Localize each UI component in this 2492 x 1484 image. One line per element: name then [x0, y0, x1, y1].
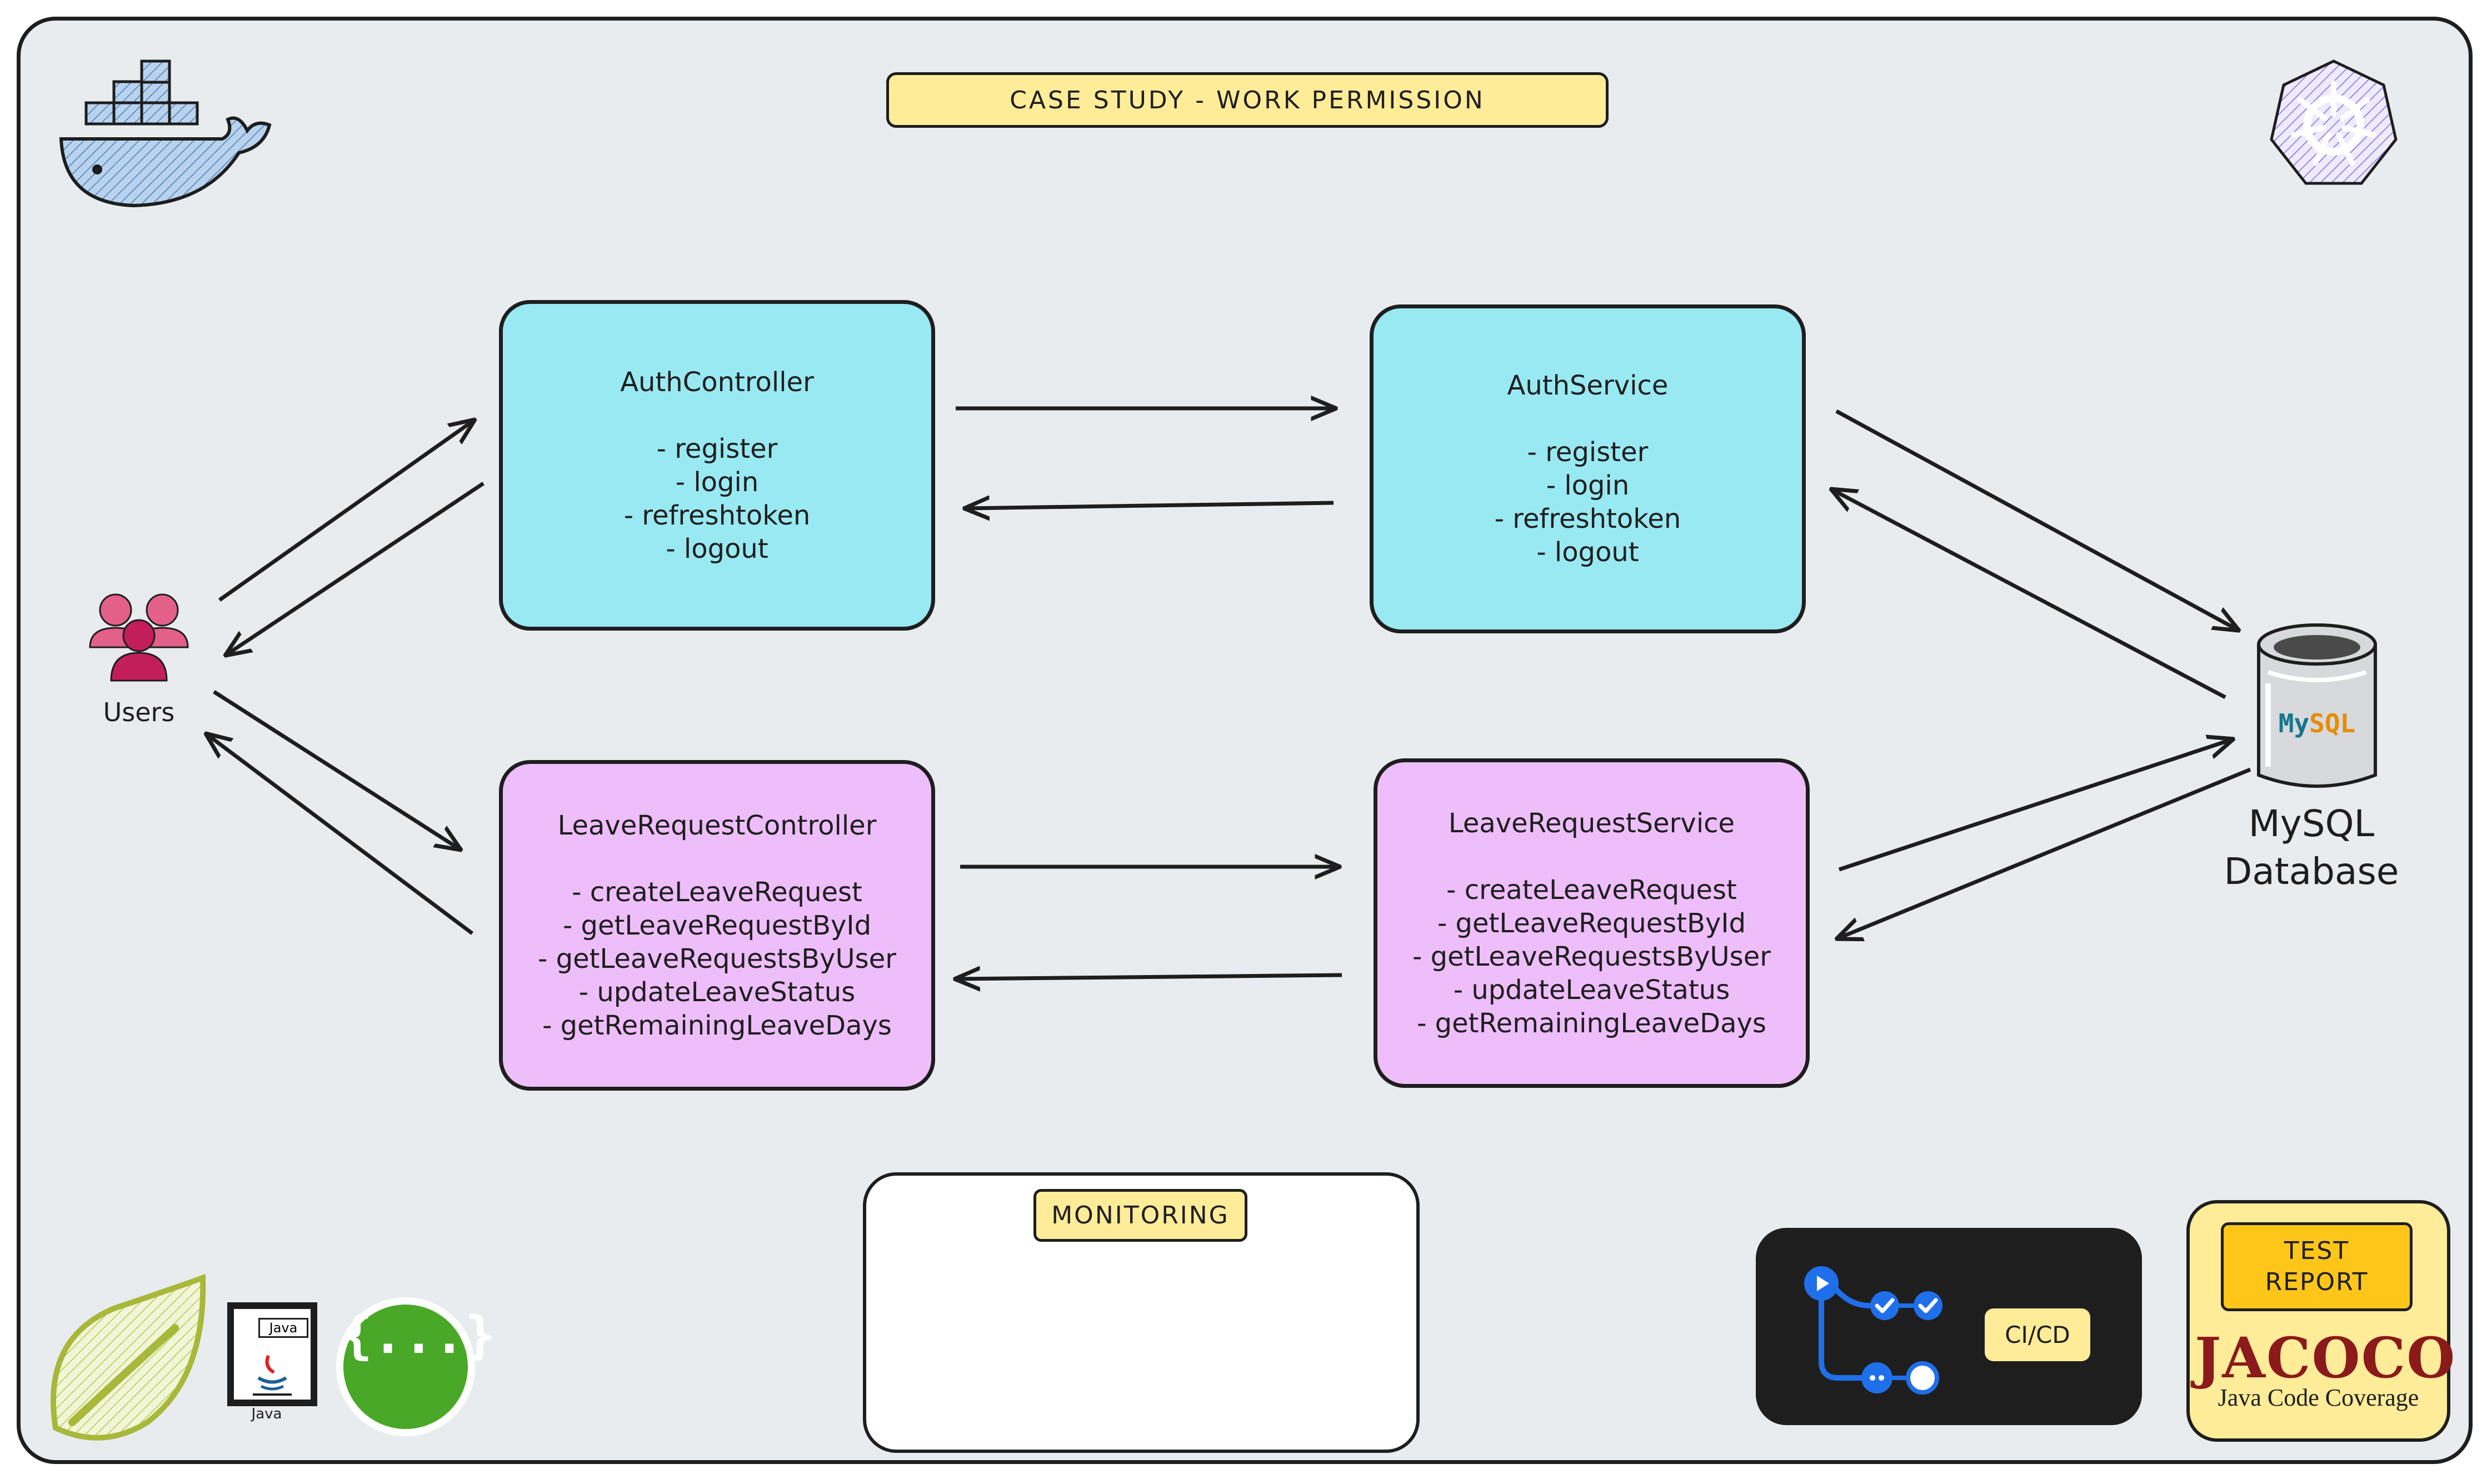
method-item: - refreshtoken: [1494, 503, 1681, 534]
test-report-line: REPORT: [2265, 1268, 2369, 1296]
monitoring-label: MONITORING: [1033, 1189, 1247, 1242]
method-item: - logout: [1536, 537, 1639, 568]
github-actions-icon: [1804, 1266, 1942, 1395]
arrow-db-to-leave-service: [1836, 767, 2251, 939]
arrow-leave-controller-to-users: [206, 733, 474, 935]
spring-icon: [51, 1273, 206, 1441]
java-tab-label: Java: [258, 1318, 308, 1338]
leave-request-controller-box: LeaveRequestController - createLeaveRequ…: [499, 760, 935, 1091]
mysql-icon: [2257, 623, 2377, 788]
method-item: - getLeaveRequestById: [1437, 907, 1746, 939]
db-label-line: Database: [2224, 850, 2399, 893]
cicd-label: CI/CD: [1985, 1308, 2090, 1361]
method-item: - logout: [666, 533, 768, 564]
db-label-line: MySQL: [2248, 802, 2375, 845]
method-item: - getRemainingLeaveDays: [542, 1010, 892, 1041]
method-item: - getLeaveRequestsByUser: [1412, 941, 1771, 972]
method-item: - updateLeaveStatus: [578, 976, 856, 1008]
mysql-logo-sql: SQL: [2309, 708, 2356, 738]
jacoco-logo-subtitle: Java Code Coverage: [2218, 1384, 2419, 1411]
kubernetes-icon: [2270, 59, 2398, 185]
java-icon: [227, 1302, 317, 1406]
method-item: - getRemainingLeaveDays: [1417, 1007, 1766, 1039]
arrow-auth-controller-to-users: [225, 482, 485, 656]
users-icon: [89, 593, 189, 682]
component-name: AuthController: [620, 366, 814, 398]
users-label: Users: [103, 697, 175, 727]
arrow-auth-service-to-db: [1835, 409, 2239, 631]
auth-service-box: AuthService - register - login - refresh…: [1370, 304, 1806, 633]
method-item: - updateLeaveStatus: [1453, 974, 1730, 1006]
mysql-database-label: MySQL Database: [2156, 800, 2467, 896]
method-item: - refreshtoken: [623, 499, 811, 531]
method-item: - register: [1527, 437, 1649, 468]
method-item: - getLeaveRequestById: [562, 910, 872, 941]
test-report-line: TEST: [2284, 1237, 2350, 1265]
method-item: - createLeaveRequest: [572, 876, 862, 908]
swagger-icon: [336, 1297, 475, 1436]
jacoco-logo-title: JACOCO: [2195, 1325, 2456, 1391]
swagger-logo-text: {...}: [342, 1306, 496, 1365]
arrow-db-to-auth-service: [1831, 489, 2226, 699]
mysql-logo-text: MySQL: [2261, 708, 2373, 738]
test-report-label: TEST REPORT: [2221, 1222, 2413, 1311]
arrow-users-to-leave-controller: [213, 690, 461, 850]
arrow-auth-service-to-controller: [964, 503, 1334, 508]
java-label: Java: [251, 1406, 282, 1422]
mysql-logo-my: My: [2278, 708, 2310, 738]
method-item: - login: [675, 466, 759, 498]
method-item: - getLeaveRequestsByUser: [538, 943, 896, 975]
monitoring-panel: [863, 1172, 1420, 1453]
component-name: LeaveRequestController: [557, 810, 877, 841]
method-item: - login: [1546, 470, 1630, 501]
arrow-leave-service-to-db: [1838, 739, 2234, 872]
diagram-title: CASE STUDY - WORK PERMISSION: [886, 72, 1609, 128]
leave-request-service-box: LeaveRequestService - createLeaveRequest…: [1374, 758, 1810, 1088]
method-item: - register: [656, 433, 778, 464]
arrow-users-to-auth-controller: [218, 419, 475, 602]
docker-icon: [59, 59, 272, 208]
arrow-leave-service-to-controller: [955, 975, 1342, 979]
component-name: LeaveRequestService: [1448, 807, 1735, 839]
method-item: - createLeaveRequest: [1446, 874, 1737, 906]
component-name: AuthService: [1507, 370, 1669, 401]
auth-controller-box: AuthController - register - login - refr…: [499, 300, 935, 631]
